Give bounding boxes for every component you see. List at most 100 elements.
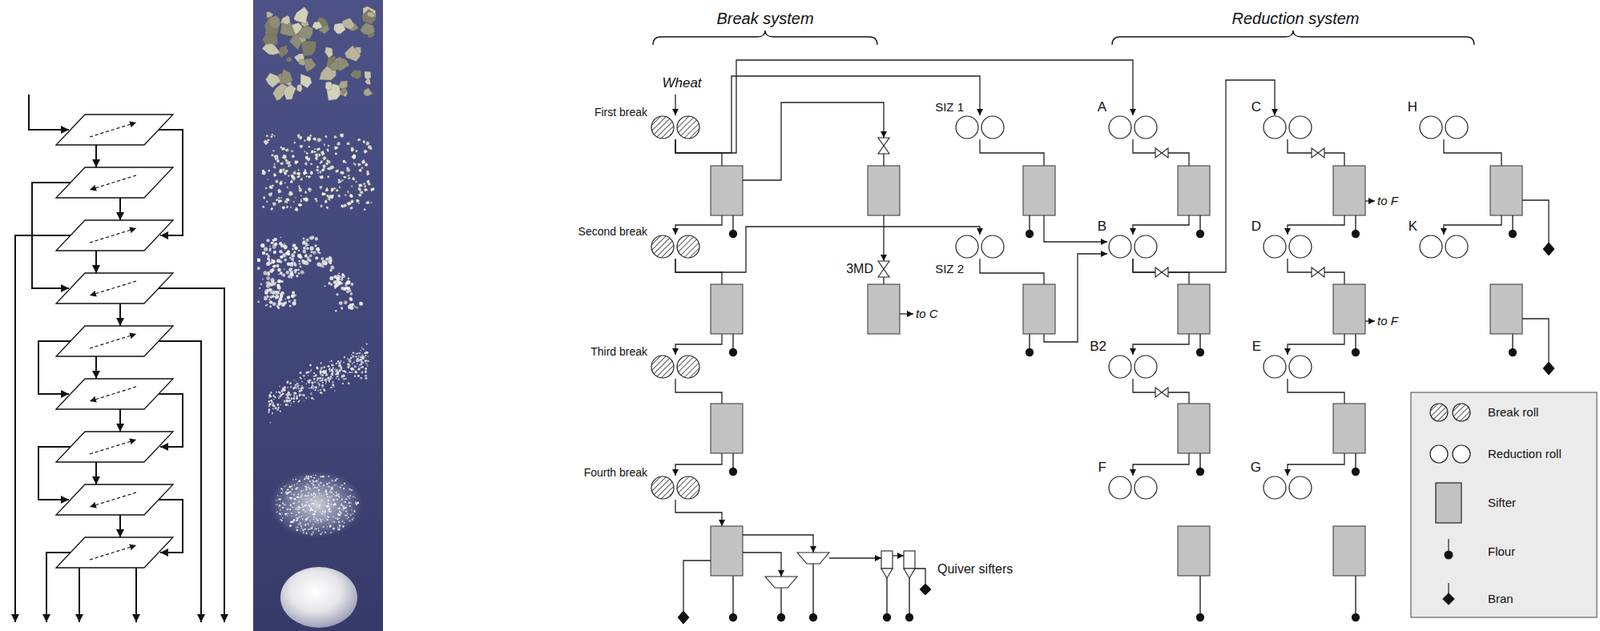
particle [292,301,297,306]
particle [305,261,310,266]
particle [278,407,280,409]
stack-channel [158,394,183,448]
particle [354,365,357,368]
particle [306,246,310,250]
particle [319,374,323,377]
particle [317,519,320,522]
particle [266,271,271,275]
legend-text: Bran [1487,592,1514,606]
particle [260,243,265,248]
particle [290,503,292,506]
particle [308,387,311,390]
feed-label-box: Wheat [661,75,702,92]
particle [325,188,329,193]
roll [1108,116,1132,139]
particle [328,482,331,484]
particle [324,134,328,138]
particle [320,392,323,395]
particle [294,491,295,493]
destination-label: to C [915,306,939,321]
particle [346,515,348,517]
flour-outlet [1354,215,1356,230]
particle [336,141,341,146]
plansifter-schematic [15,94,225,623]
particle [268,298,271,301]
particle [366,180,371,184]
roll [981,116,1004,139]
sifter [1177,403,1210,454]
particle [338,301,343,306]
stream-wire [892,555,904,557]
particle [364,356,366,358]
roll-pair-symbol [1261,234,1314,259]
particle [277,302,281,307]
particle [319,481,321,483]
particle [289,486,292,489]
quiver-sifter [881,551,915,579]
particle [319,378,322,380]
legend-text: Flour [1487,544,1516,559]
particle [297,175,301,179]
roll-label: D [1251,218,1262,234]
roll [1263,116,1286,139]
particle [362,8,376,25]
particle [326,515,329,518]
particle [351,519,354,521]
particle [270,241,274,245]
particle [309,236,313,240]
particle [289,191,295,197]
particle [342,520,344,523]
legend-entry: Bran [1487,592,1514,607]
bracket [652,30,1475,45]
legend-sample [1430,403,1448,422]
particle [350,185,353,188]
particle [272,265,276,269]
particle [351,371,354,374]
particle [327,365,331,368]
particle [273,398,275,401]
particle [334,287,336,290]
sifter [710,403,743,454]
stream-wire [675,499,722,527]
destination-label-box: to F [1377,193,1399,209]
particle [338,521,340,524]
flow-arrow [675,60,1133,154]
particle [366,363,369,366]
flour-outlet [1511,215,1513,230]
particle [335,189,339,193]
particle [324,515,326,517]
stack-channel [46,552,71,623]
sifter [867,284,900,335]
valve-symbol [1311,267,1325,278]
particle [291,507,293,508]
particle [298,394,301,397]
legend-sample [1452,445,1471,464]
particle [269,397,271,399]
particle [310,507,313,510]
particle [290,206,293,209]
particle [333,499,335,500]
particle [281,69,293,85]
particle [329,491,331,493]
particle [338,378,340,380]
particle [314,487,316,489]
particle [351,177,355,182]
particle [351,362,354,365]
particle [278,290,281,292]
particle [320,379,323,383]
particle [287,165,291,168]
particle [279,296,283,299]
roll [677,355,700,379]
particle [290,277,293,279]
roll-pair-symbol [954,234,1006,259]
particle [314,381,317,384]
particle [275,391,278,394]
legend-sample [1442,593,1455,605]
particle [298,511,300,514]
particle [301,385,303,387]
valve-symbol [878,137,890,154]
particle [294,7,310,25]
particle [263,247,268,252]
roll-label-box: C [1251,99,1262,116]
particle [358,355,360,358]
